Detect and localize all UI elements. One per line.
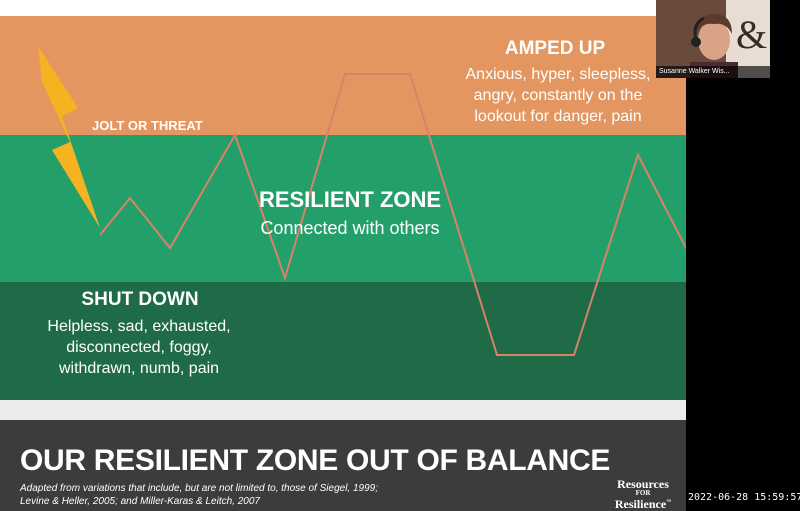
amped-desc-line: Anxious, hyper, sleepless, <box>440 64 676 85</box>
shut-down-title: SHUT DOWN <box>40 289 240 311</box>
amped-desc-line: lookout for danger, pain <box>440 106 676 127</box>
resilient-zone-description: Connected with others <box>200 218 500 239</box>
citation-text: Adapted from variations that include, bu… <box>20 482 400 508</box>
shut-desc-line: disconnected, foggy, <box>30 337 248 358</box>
amped-desc-line: angry, constantly on the <box>440 85 676 106</box>
logo-line: Resilience™ <box>604 497 682 510</box>
svg-text:&: & <box>736 12 767 57</box>
logo-line: FOR <box>604 490 682 497</box>
shut-down-description: Helpless, sad, exhausted, disconnected, … <box>30 316 248 379</box>
participant-video-tile[interactable]: & Susanne Walker Wis... <box>656 0 770 78</box>
amped-up-title: AMPED UP <box>440 38 670 60</box>
lightning-bolt-icon <box>38 46 100 228</box>
jolt-or-threat-label: JOLT OR THREAT <box>92 118 203 133</box>
resources-for-resilience-logo: Resources FOR Resilience™ <box>604 478 682 510</box>
shut-desc-line: Helpless, sad, exhausted, <box>30 316 248 337</box>
logo-word: Resilience <box>615 497 666 511</box>
shut-desc-line: withdrawn, numb, pain <box>30 358 248 379</box>
participant-name-label: Susanne Walker Wis... <box>656 66 770 78</box>
trademark-mark: ™ <box>666 500 671 505</box>
recording-timestamp: 2022-06-28 15:59:57 <box>688 492 800 503</box>
presentation-slide: AMPED UP Anxious, hyper, sleepless, angr… <box>0 0 686 511</box>
resilient-zone-title: RESILIENT ZONE <box>200 187 500 213</box>
slide-title: OUR RESILIENT ZONE OUT OF BALANCE <box>20 444 610 478</box>
amped-up-description: Anxious, hyper, sleepless, angry, consta… <box>440 64 676 127</box>
